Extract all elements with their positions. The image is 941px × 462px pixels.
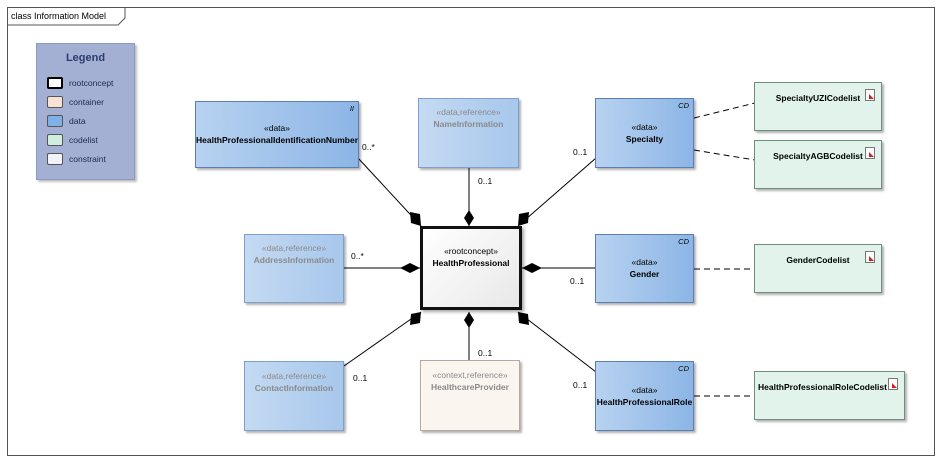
type-tag: II [349,104,354,113]
link-specialty [517,157,597,227]
class-name: HealthProfessionalIdentificationNumber [196,135,358,145]
multiplicity-provider: 0..1 [478,348,493,358]
class-name: HealthProfessional [432,257,510,268]
legend-title: Legend [65,52,106,64]
frame-tab-outline [7,7,126,26]
multiplicity-role: 0..1 [573,380,588,390]
stereotype: «data» [264,123,290,133]
frame-title: class Information Model [11,11,107,21]
class-name: HealthProfessionalRole [596,396,693,407]
stereotype: «data,reference» [261,243,327,253]
codelist-icon [865,251,875,263]
legend-label: rootconcept [69,78,114,88]
multiplicity-specialty: 0..1 [573,147,588,157]
legend-label: constraint [69,154,106,164]
stereotype: «data» [631,121,658,132]
codelist-icon [888,378,898,390]
stereotype: «data» [631,384,658,395]
class-name: Gender [629,269,660,279]
legend-label: container [69,97,104,107]
node-hpin[interactable]: II «data» HealthProfessionalIdentificati… [195,101,359,168]
node-contact[interactable]: «data,reference» ContactInformation [244,361,344,431]
stereotype: «data,reference» [261,370,327,381]
class-name: AddressInformation [253,255,335,265]
legend-swatch-constraint [47,153,63,165]
type-tag: CD [678,364,689,373]
link-role [517,311,597,373]
node-address[interactable]: «data,reference» AddressInformation [244,234,344,303]
type-tag: CD [678,101,689,110]
legend-label: data [69,116,86,126]
multiplicity-contact: 0..1 [353,373,368,383]
stereotype: «context,reference» [432,370,508,380]
codelist-name: HealthProfessionalRoleCodelist [758,381,887,392]
diamond-role [518,312,529,325]
codelist-icon [865,89,875,101]
codelist-name: SpecialtyAGBCodelist [773,150,863,161]
codelist-role[interactable]: HealthProfessionalRoleCodelist [754,371,905,420]
class-name: NameInformation [433,118,504,129]
stereotype: «rootconcept» [444,245,498,256]
multiplicity-nameinfo: 0..1 [478,176,493,186]
diamond-hpin [410,212,421,226]
diamond-contact [410,312,421,325]
diamond-provider [464,312,474,328]
diamond-address [400,263,420,273]
codelist-name: GenderCodelist [786,254,850,265]
legend: Legend rootconcept container data codeli… [36,43,135,180]
codelist-name: SpecialtyUZICodelist [775,92,861,103]
multiplicity-gender: 0..1 [570,276,585,286]
node-specialty[interactable]: CD «data» Specialty [595,98,694,168]
legend-swatch-rootconcept [47,77,63,89]
legend-swatch-codelist [47,134,63,146]
diamond-gender [522,263,542,273]
class-name: HealthcareProvider [431,382,509,392]
stereotype: «data,reference» [436,106,501,117]
multiplicity-address: 0..* [351,251,364,261]
link-agb [693,149,756,161]
link-uzi [693,102,756,119]
legend-swatch-data [47,115,63,127]
stereotype: «data» [631,257,658,267]
codelist-uzi[interactable]: SpecialtyUZICodelist [754,82,882,131]
node-role[interactable]: CD «data» HealthProfessionalRole [595,361,694,431]
codelist-icon [865,147,875,159]
type-tag: CD [678,237,689,246]
class-name: ContactInformation [254,382,334,393]
class-name: Specialty [625,133,664,144]
diamond-nameinfo [464,210,474,226]
link-contact [343,311,422,367]
codelist-agb[interactable]: SpecialtyAGBCodelist [754,140,882,189]
diamond-specialty [518,212,529,226]
multiplicity-hpin: 0..* [362,142,375,152]
legend-swatch-container [47,96,63,108]
node-root[interactable]: «rootconcept» HealthProfessional [420,226,522,310]
node-nameinfo[interactable]: «data,reference» NameInformation [418,98,519,168]
codelist-gender[interactable]: GenderCodelist [754,244,882,293]
legend-label: codelist [69,135,98,145]
node-gender[interactable]: CD «data» Gender [595,234,694,303]
node-provider[interactable]: «context,reference» HealthcareProvider [420,360,520,431]
